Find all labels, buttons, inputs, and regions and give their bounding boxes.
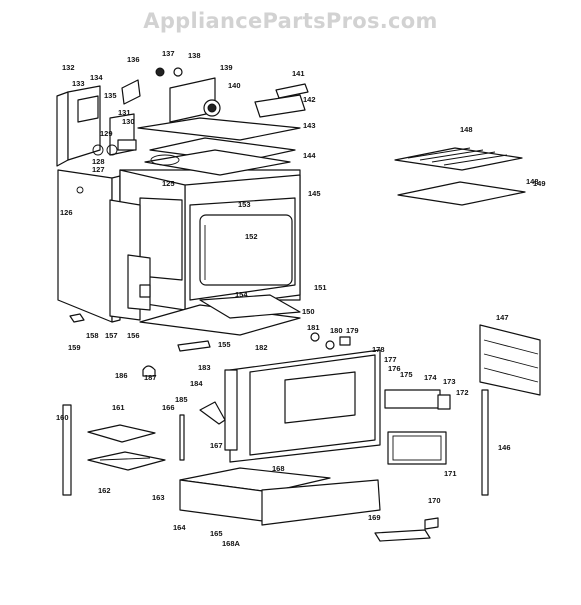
vent-grille [479, 324, 541, 396]
part-number-label: 129 [100, 129, 113, 138]
part-number-label: 128 [92, 157, 105, 166]
part-number-label: 142 [303, 95, 316, 104]
oven-racks [394, 147, 526, 206]
trim-strips [62, 389, 489, 496]
part-number-label: 157 [105, 331, 118, 340]
part-number-label: 146 [498, 443, 511, 452]
part-number-label: 162 [98, 486, 111, 495]
part-number-label: 171 [444, 469, 457, 478]
part-number-label: 179 [346, 326, 359, 335]
part-number-label: 130 [122, 117, 135, 126]
part-number-label: 137 [162, 49, 175, 58]
part-number-label: 127 [92, 165, 105, 174]
part-number-label: 140 [228, 81, 241, 90]
part-number-label: 174 [424, 373, 437, 382]
watermark: AppliancePartsPros.com [143, 9, 438, 33]
part-number-label: 165 [210, 529, 223, 538]
oven-frame [199, 214, 293, 286]
part-number-label: 182 [255, 343, 268, 352]
part-number-label: 150 [302, 307, 315, 316]
part-number-label: 180 [330, 326, 343, 335]
cooktop [137, 94, 306, 176]
part-number-label: 156 [127, 331, 140, 340]
part-number-label: 164 [173, 523, 186, 532]
part-number-label: 160 [56, 413, 69, 422]
part-number-label: 126 [60, 208, 73, 217]
part-number-label: 184 [190, 379, 203, 388]
part-number-label: 175 [400, 370, 413, 379]
part-number-label: 158 [86, 331, 99, 340]
part-number-label: 177 [384, 355, 397, 364]
part-number-label: 153 [238, 200, 251, 209]
part-number-label: 138 [188, 51, 201, 60]
broiler-pans [87, 424, 166, 471]
part-number-label: 135 [104, 91, 117, 100]
small-hardware [69, 83, 451, 542]
part-number-label: 155 [218, 340, 231, 349]
part-number-label: 185 [175, 395, 188, 404]
back-panels [56, 85, 137, 167]
oven-door [224, 349, 441, 463]
part-number-label: 178 [372, 345, 385, 354]
part-number-label: 152 [245, 232, 258, 241]
part-number-label: 187 [144, 373, 157, 382]
part-number-label: 154 [235, 290, 248, 299]
part-number-label: 133 [72, 79, 85, 88]
part-number-label: 163 [152, 493, 165, 502]
part-number-label: 147 [496, 313, 509, 322]
part-number-label: 148 [526, 177, 539, 186]
part-number-label: 169 [368, 513, 381, 522]
part-number-label: 170 [428, 496, 441, 505]
part-number-label: 136 [127, 55, 140, 64]
part-number-label: 141 [292, 69, 305, 78]
part-number-label: 125 [162, 179, 175, 188]
part-number-label: 159 [68, 343, 81, 352]
part-number-label: 149 [533, 179, 546, 188]
part-number-label: 172 [456, 388, 469, 397]
part-number-label: 173 [443, 377, 456, 386]
part-number-label: 183 [198, 363, 211, 372]
part-number-label: 151 [314, 283, 327, 292]
oven-bottom-tray [139, 294, 301, 336]
part-number-label: 145 [308, 189, 321, 198]
part-number-label: 139 [220, 63, 233, 72]
storage-drawer [179, 431, 447, 526]
part-number-label: 131 [118, 108, 131, 117]
part-number-label: 148 [460, 125, 473, 134]
part-number-label: 143 [303, 121, 316, 130]
control-parts [92, 67, 221, 156]
part-number-label: 168 [272, 464, 285, 473]
part-number-label: 167 [210, 441, 223, 450]
part-number-label: 168A [222, 539, 241, 548]
part-number-label: 181 [307, 323, 320, 332]
part-number-label: 161 [112, 403, 125, 412]
part-number-label: 176 [388, 364, 401, 373]
part-number-label: 166 [162, 403, 175, 412]
part-number-label: 144 [303, 151, 316, 160]
part-number-label: 134 [90, 73, 103, 82]
part-number-label: 132 [62, 63, 75, 72]
part-number-label: 186 [115, 371, 128, 380]
